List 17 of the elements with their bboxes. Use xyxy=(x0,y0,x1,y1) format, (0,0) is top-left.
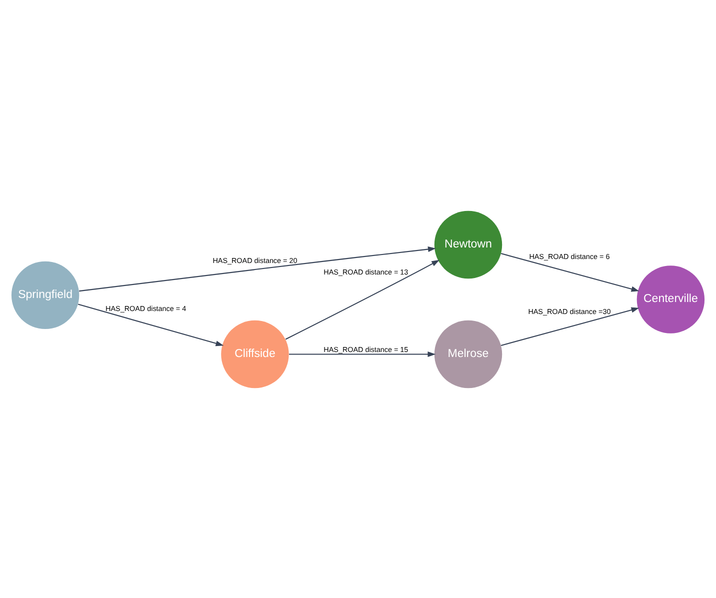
node-circle: Centerville xyxy=(636,265,705,333)
arrow xyxy=(79,246,436,292)
arrow xyxy=(285,259,440,340)
node-circle: Melrose xyxy=(434,320,502,388)
edge-label: HAS_ROAD distance = 4 xyxy=(106,304,186,313)
edge-label: HAS_ROAD distance = 13 xyxy=(324,266,408,276)
edge-label: HAS_ROAD distance =30 xyxy=(528,306,611,316)
edge-label: HAS_ROAD distance = 15 xyxy=(324,344,408,354)
node-circle: Newtown xyxy=(434,210,502,278)
arrow xyxy=(289,350,436,357)
arrow xyxy=(78,303,224,346)
node-circle: Cliffside xyxy=(221,320,289,388)
arrow xyxy=(500,252,640,292)
edge-label: HAS_ROAD distance = 6 xyxy=(529,252,610,261)
arrow xyxy=(500,306,640,346)
edge-label: HAS_ROAD distance = 20 xyxy=(212,255,298,264)
node-circle: Springfield xyxy=(11,260,80,329)
